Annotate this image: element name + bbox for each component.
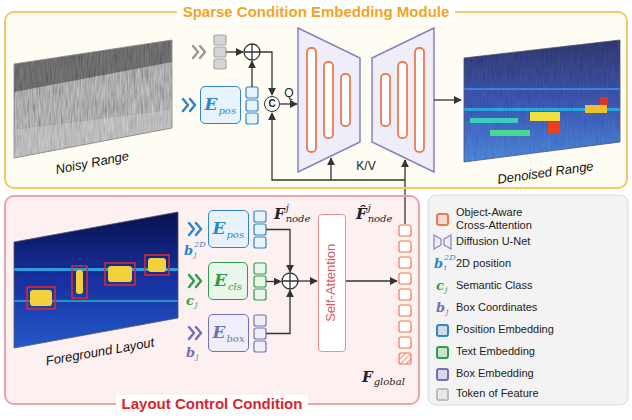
symbol-subscript: pos bbox=[226, 229, 244, 240]
cross-attention-bars bbox=[307, 48, 424, 152]
math-symbol: b bbox=[184, 243, 193, 259]
legend-text: Object-Aware Cross-Attention bbox=[456, 206, 552, 232]
attention-box: Self-Attention bbox=[318, 214, 346, 352]
symbol-subscript: cls bbox=[228, 281, 242, 292]
condition-panel: Layout Control ConditionEposEclsEboxSelf… bbox=[4, 195, 420, 405]
legend-text: Semantic Class bbox=[456, 279, 532, 292]
symbol-letter: E bbox=[205, 94, 218, 114]
math-symbol: 2D bbox=[194, 240, 206, 250]
legend-ground bbox=[428, 195, 628, 405]
noisy-range-image bbox=[14, 38, 174, 160]
embedding-box: Ebox bbox=[208, 314, 249, 352]
math-symbol: b bbox=[186, 345, 195, 361]
symbol-group: Epos bbox=[213, 218, 245, 241]
symbol-subscript: box bbox=[226, 333, 244, 344]
math-symbol: j bbox=[196, 352, 198, 362]
panel-ground bbox=[4, 195, 420, 405]
legend-text: Diffusion U-Net bbox=[456, 235, 530, 248]
math-symbol: c bbox=[436, 278, 444, 294]
symbol-letter: E bbox=[213, 218, 226, 238]
figure-label: K/V bbox=[356, 159, 375, 173]
math-symbol: j bbox=[195, 300, 197, 310]
image-outline bbox=[14, 212, 178, 348]
math-symbol: F bbox=[274, 205, 285, 223]
legend-swatch bbox=[436, 368, 449, 381]
concat-circle: C bbox=[264, 96, 280, 112]
panel-ground bbox=[4, 11, 628, 189]
math-symbol: j bbox=[368, 202, 371, 214]
legend-swatch bbox=[436, 388, 449, 401]
math-symbol: j bbox=[286, 202, 289, 214]
unet-symbol bbox=[298, 28, 434, 172]
symbol-letter: E bbox=[213, 322, 226, 342]
math-symbol: F bbox=[362, 368, 373, 386]
legend-swatch bbox=[436, 213, 449, 226]
math-symbol: j bbox=[194, 250, 196, 260]
legend-text: Box Embedding bbox=[456, 367, 534, 380]
concat-letter: C bbox=[268, 99, 275, 109]
embedding-box: Epos bbox=[208, 210, 249, 248]
symbol-letter: E bbox=[214, 270, 227, 290]
math-symbol: 2D bbox=[444, 253, 456, 263]
math-symbol: c bbox=[186, 293, 194, 309]
embedding-box: Ecls bbox=[208, 262, 248, 300]
image-outline bbox=[464, 40, 620, 162]
math-symbol: node bbox=[286, 213, 311, 225]
image-outline bbox=[14, 40, 172, 158]
symbol-subscript: pos bbox=[218, 105, 236, 116]
legend-text: 2D position bbox=[456, 257, 511, 270]
denoised-range-image bbox=[464, 40, 620, 162]
panel-title: Layout Control Condition bbox=[116, 395, 309, 413]
legend-swatch bbox=[436, 324, 449, 337]
legend-text: Token of Feature bbox=[456, 387, 539, 400]
symbol-group: Ecls bbox=[214, 270, 242, 293]
math-symbol: j bbox=[445, 285, 447, 295]
symbol-group: Epos bbox=[205, 94, 237, 117]
math-symbol: global bbox=[374, 376, 405, 388]
legend-text: Box Coordinates bbox=[456, 301, 537, 314]
add-symbol bbox=[244, 44, 298, 289]
symbol-group: Ebox bbox=[213, 322, 245, 345]
math-symbol: b bbox=[434, 256, 443, 272]
attention-label: Self-Attention bbox=[324, 243, 340, 321]
panel-title: Sparse Condition Embedding Module bbox=[177, 3, 456, 21]
math-symbol: node bbox=[368, 213, 393, 225]
embedding-box: Epos bbox=[200, 86, 241, 124]
foreground-layout-image bbox=[14, 212, 178, 348]
math-symbol: F̂ bbox=[356, 205, 367, 223]
math-symbol: i bbox=[444, 263, 447, 273]
legend-text: Position Embedding bbox=[456, 323, 554, 336]
figure-label: Q bbox=[284, 86, 293, 100]
legend-swatch bbox=[436, 346, 449, 359]
legend-unet-icon bbox=[434, 235, 451, 249]
legend-text: Text Embedding bbox=[456, 345, 535, 358]
math-symbol: j bbox=[446, 307, 448, 317]
math-symbol: b bbox=[436, 300, 445, 316]
